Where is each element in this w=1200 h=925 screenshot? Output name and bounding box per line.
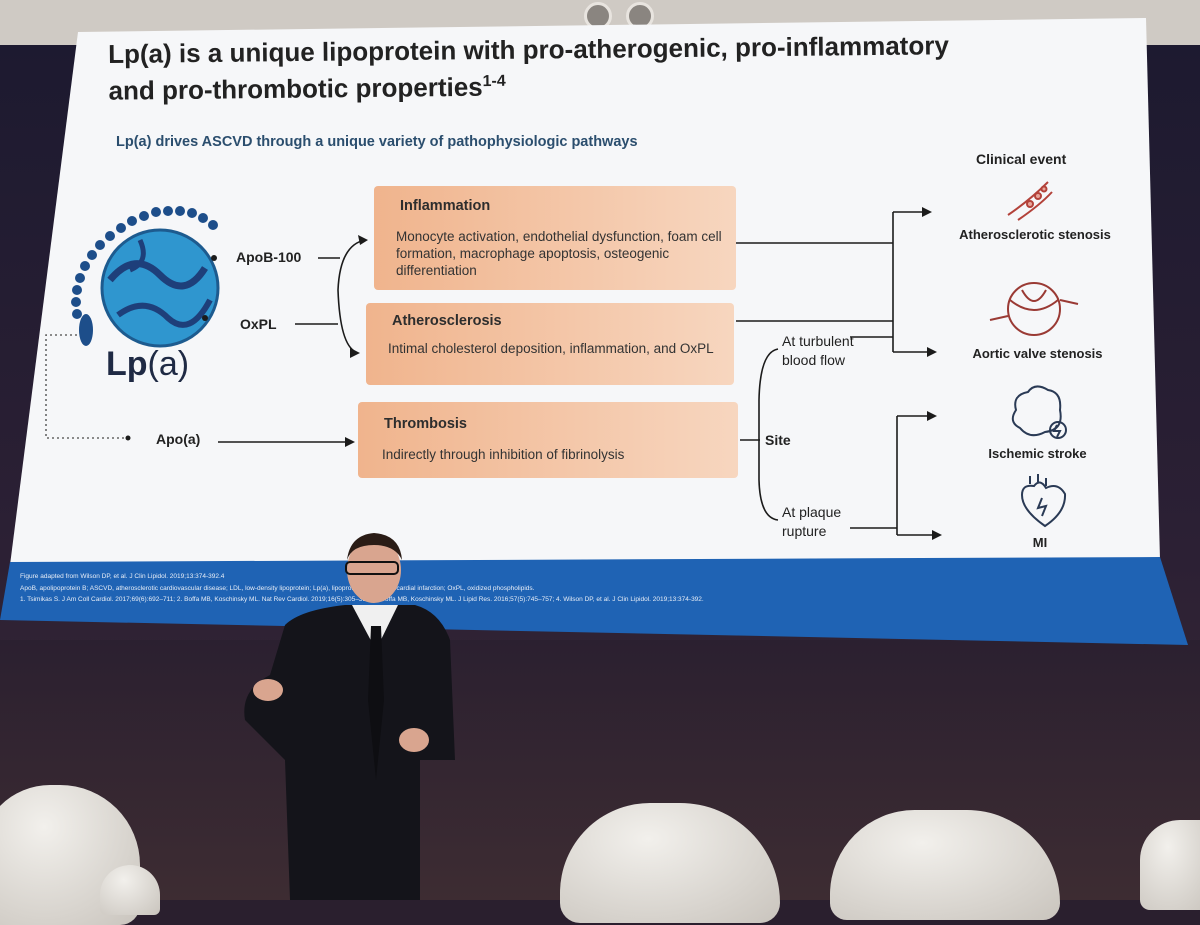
connector-lines (45, 211, 935, 536)
slide-subtitle: Lp(a) drives ASCVD through a unique vari… (116, 134, 638, 150)
pathway-text: Monocyte activation, endothelial dysfunc… (396, 229, 722, 278)
clinical-event-header: Clinical event (976, 151, 1067, 167)
footnote-figure-source: Figure adapted from Wilson DP, et al. J … (20, 573, 225, 580)
heart-icon (1020, 474, 1067, 528)
valve-icon (989, 282, 1079, 336)
pathway-box-atherosclerosis: Atherosclerosis Intimal cholesterol depo… (366, 303, 734, 385)
lpa-logo-a: (a) (147, 345, 190, 383)
brain-icon (1011, 385, 1067, 439)
event-mi: MI (1032, 535, 1048, 550)
pathway-box-inflammation: Inflammation Monocyte activation, endoth… (374, 186, 736, 290)
footnote-references: 1. Tsimikas S. J Am Coll Cardiol. 2017;6… (20, 596, 704, 603)
site-label: Site (765, 432, 791, 448)
event-atherosclerotic-stenosis: Atherosclerotic stenosis (959, 227, 1111, 242)
event-ischemic-stroke: Ischemic stroke (988, 446, 1087, 461)
pathway-title: Atherosclerosis (392, 313, 502, 329)
site-plaque-label: At plaque rupture (782, 504, 842, 539)
slide-background (10, 18, 1160, 565)
lpa-logo-lp: Lp (106, 345, 148, 383)
artery-icon (1007, 181, 1053, 221)
pathway-title: Thrombosis (384, 416, 467, 432)
apob-label: ApoB-100 (236, 249, 302, 265)
footnote-abbreviations: ApoB, apolipoprotein B; ASCVD, atheroscl… (20, 585, 535, 592)
oxpl-label: OxPL (240, 316, 277, 332)
event-aortic-valve-stenosis: Aortic valve stenosis (972, 346, 1103, 361)
pathway-text: Indirectly through inhibition of fibrino… (382, 447, 625, 462)
arrowheads (345, 207, 942, 540)
pathway-title: Inflammation (400, 198, 491, 214)
pathway-text: Intimal cholesterol deposition, inflamma… (388, 341, 714, 356)
speaker (244, 533, 455, 900)
stage-chair (1140, 820, 1200, 910)
pathway-box-thrombosis: Thrombosis Indirectly through inhibition… (358, 402, 738, 478)
lpa-logo: Lp(a) (106, 345, 189, 384)
lpa-molecule-illustration (71, 206, 220, 441)
apoa-label: Apo(a) (156, 431, 201, 447)
site-turbulent-label: At turbulent blood flow (782, 333, 854, 368)
presentation-screen: Lp(a) is a unique lipoprotein with pro-a… (0, 18, 1188, 645)
